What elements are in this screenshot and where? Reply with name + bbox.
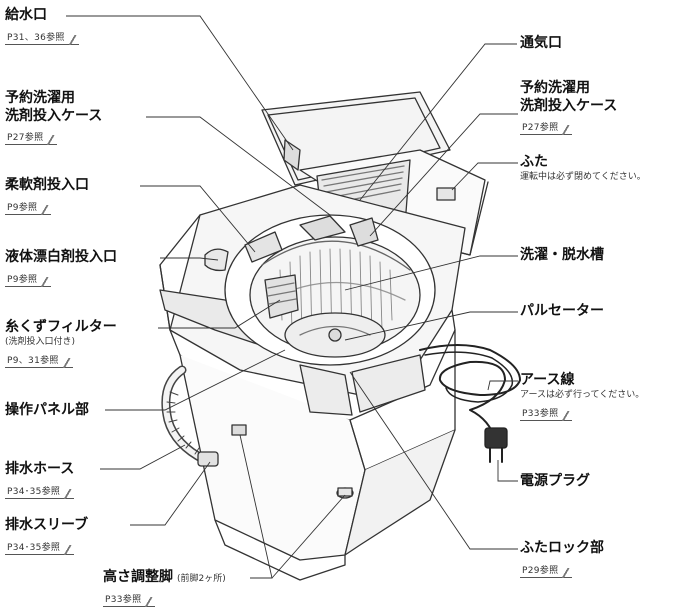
label-lint-filter: 糸くずフィルター (洗剤投入口付き) P9、31参照 <box>5 319 117 369</box>
reserve-case-right-title1: 予約洗濯用 <box>520 80 590 96</box>
label-leveling-feet: 高さ調整脚 (前脚2ヶ所) P33参照 <box>103 569 226 608</box>
power-cord-shape <box>419 344 521 463</box>
vent-title: 通気口 <box>520 35 562 51</box>
ground-wire-title: アース線 <box>520 372 575 388</box>
leveling-feet-sub: (前脚2ヶ所) <box>177 574 226 584</box>
drain-hose-shape <box>161 365 219 467</box>
lid-title: ふた <box>520 154 548 170</box>
label-lid: ふた 運転中は必ず閉めてください。 <box>520 154 646 183</box>
pulsator-title: パルセーター <box>520 303 604 319</box>
reserve-case-left-ref: P27参照 <box>5 133 58 146</box>
drain-sleeve-title: 排水スリーブ <box>5 517 89 533</box>
leveling-feet-title: 高さ調整脚 <box>103 569 173 585</box>
lint-filter-ref: P9、31参照 <box>5 356 73 369</box>
softener-inlet-ref: P9参照 <box>5 203 52 216</box>
water-inlet-ref: P31、36参照 <box>5 33 79 46</box>
leveling-feet-title-wrap: 高さ調整脚 (前脚2ヶ所) <box>103 569 226 587</box>
drain-hose-ref: P34･35参照 <box>5 487 75 500</box>
reserve-case-left-title1: 予約洗濯用 <box>5 90 75 106</box>
label-tub: 洗濯・脱水槽 <box>520 247 604 265</box>
bleach-inlet-ref: P9参照 <box>5 275 52 288</box>
label-bleach-inlet: 液体漂白剤投入口 P9参照 <box>5 249 117 288</box>
label-drain-sleeve: 排水スリーブ P34･35参照 <box>5 517 89 556</box>
ground-wire-note: アースは必ず行ってください。 <box>520 389 645 400</box>
label-reserve-case-right: 予約洗濯用 洗剤投入ケース P27参照 <box>520 80 618 136</box>
label-control-panel: 操作パネル部 <box>5 402 89 420</box>
label-vent: 通気口 <box>520 35 562 53</box>
ground-wire-ref: P33参照 <box>520 409 573 422</box>
plug-title: 電源プラグ <box>520 473 590 489</box>
lid-lock-title: ふたロック部 <box>520 540 604 556</box>
label-water-inlet: 給水口 P31、36参照 <box>5 7 79 46</box>
leveling-feet-ref: P33参照 <box>103 595 156 608</box>
feet-shape <box>231 424 354 499</box>
lint-filter-title: 糸くずフィルター <box>5 319 117 335</box>
filter-shape <box>204 215 379 319</box>
drain-sleeve-ref: P34･35参照 <box>5 543 75 556</box>
control-panel-title: 操作パネル部 <box>5 402 89 418</box>
reserve-case-right-ref: P27参照 <box>520 123 573 136</box>
tub-shape <box>224 214 436 366</box>
lint-filter-sub: (洗剤投入口付き) <box>5 336 76 347</box>
tub-title: 洗濯・脱水槽 <box>520 247 604 263</box>
label-reserve-case-left: 予約洗濯用 洗剤投入ケース P27参照 <box>5 90 103 146</box>
bleach-inlet-title: 液体漂白剤投入口 <box>5 249 117 265</box>
label-softener-inlet: 柔軟剤投入口 P9参照 <box>5 177 89 216</box>
water-inlet-title: 給水口 <box>5 7 47 23</box>
label-drain-hose: 排水ホース P34･35参照 <box>5 461 75 500</box>
reserve-case-right-title2: 洗剤投入ケース <box>520 97 618 114</box>
label-pulsator: パルセーター <box>520 303 604 321</box>
lid-note: 運転中は必ず閉めてください。 <box>520 171 646 182</box>
label-ground-wire: アース線 アースは必ず行ってください。 P33参照 <box>520 372 645 422</box>
label-plug: 電源プラグ <box>520 473 590 491</box>
label-lid-lock: ふたロック部 P29参照 <box>520 540 604 579</box>
drain-hose-title: 排水ホース <box>5 461 75 477</box>
reserve-case-left-title2: 洗剤投入ケース <box>5 107 103 124</box>
softener-inlet-title: 柔軟剤投入口 <box>5 177 89 193</box>
lid-lock-ref: P29参照 <box>520 566 573 579</box>
